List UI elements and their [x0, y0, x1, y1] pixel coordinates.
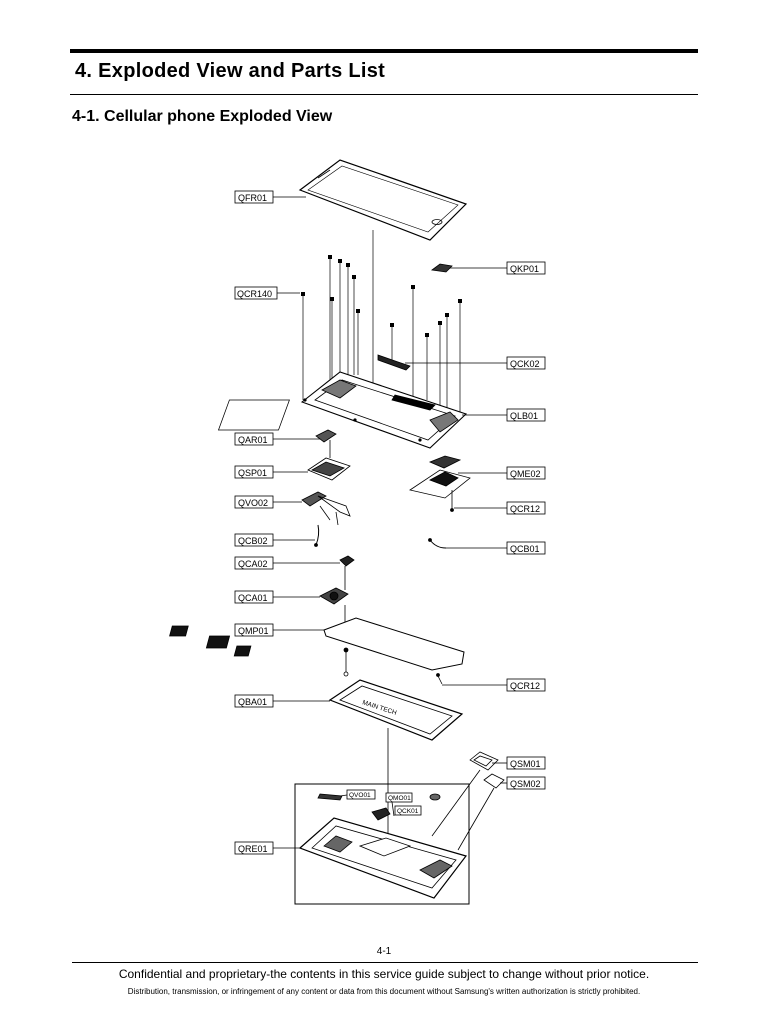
- rear-case-inset-box: [294, 783, 470, 905]
- speaker-module: [307, 440, 351, 481]
- callout-label: QBA01: [238, 697, 267, 707]
- callout-label: QKP01: [510, 264, 539, 274]
- callout-label: QLB01: [510, 411, 538, 421]
- callout-label: QRE01: [238, 844, 268, 854]
- callout-label: QAR01: [238, 435, 268, 445]
- callout-label: QCR12: [510, 681, 540, 691]
- callout-label: QSM01: [510, 759, 541, 769]
- callout-label: QCA01: [238, 593, 268, 603]
- callout-label: QVO02: [238, 498, 268, 508]
- callout-label: QMP01: [238, 626, 269, 636]
- callout-label: QCB01: [510, 544, 540, 554]
- rear-camera: [319, 587, 349, 622]
- front-glass-panel: [298, 159, 468, 241]
- footer-rule: [72, 962, 698, 963]
- front-camera: [339, 555, 355, 590]
- flex-cable: [301, 491, 351, 526]
- screws: [302, 230, 461, 415]
- callout-label: QME02: [510, 469, 541, 479]
- inset-label: QMO01: [388, 795, 411, 802]
- mid-frame: [217, 371, 468, 449]
- main-pcb: [169, 617, 465, 677]
- page-number: 4-1: [376, 946, 392, 957]
- header-bottom-rule: [70, 94, 698, 95]
- section-subtitle: 4-1. Cellular phone Exploded View: [72, 108, 333, 125]
- callout-label: QSM02: [510, 779, 541, 789]
- page-title: 4. Exploded View and Parts List: [75, 60, 386, 82]
- inset-label: QVO01: [349, 792, 371, 799]
- rear-case: [298, 793, 468, 899]
- callout-label: QCA02: [238, 559, 268, 569]
- callout-label: QCB02: [238, 536, 268, 546]
- callout-label: QCR12: [510, 504, 540, 514]
- callout-label: QCK02: [510, 359, 540, 369]
- callout-label: QCR140: [237, 289, 272, 299]
- footer-legal: Distribution, transmission, or infringem…: [127, 987, 641, 996]
- battery: [328, 679, 464, 835]
- callout-label: QFR01: [238, 193, 267, 203]
- home-key-part: [430, 263, 453, 273]
- inset-label: QCK01: [397, 808, 419, 815]
- footer-notice: Confidential and proprietary-the content…: [118, 967, 650, 981]
- sub-board: [409, 455, 471, 499]
- sim-trays: [431, 751, 505, 851]
- callout-label: QSP01: [238, 468, 267, 478]
- header-top-rule: [70, 49, 698, 53]
